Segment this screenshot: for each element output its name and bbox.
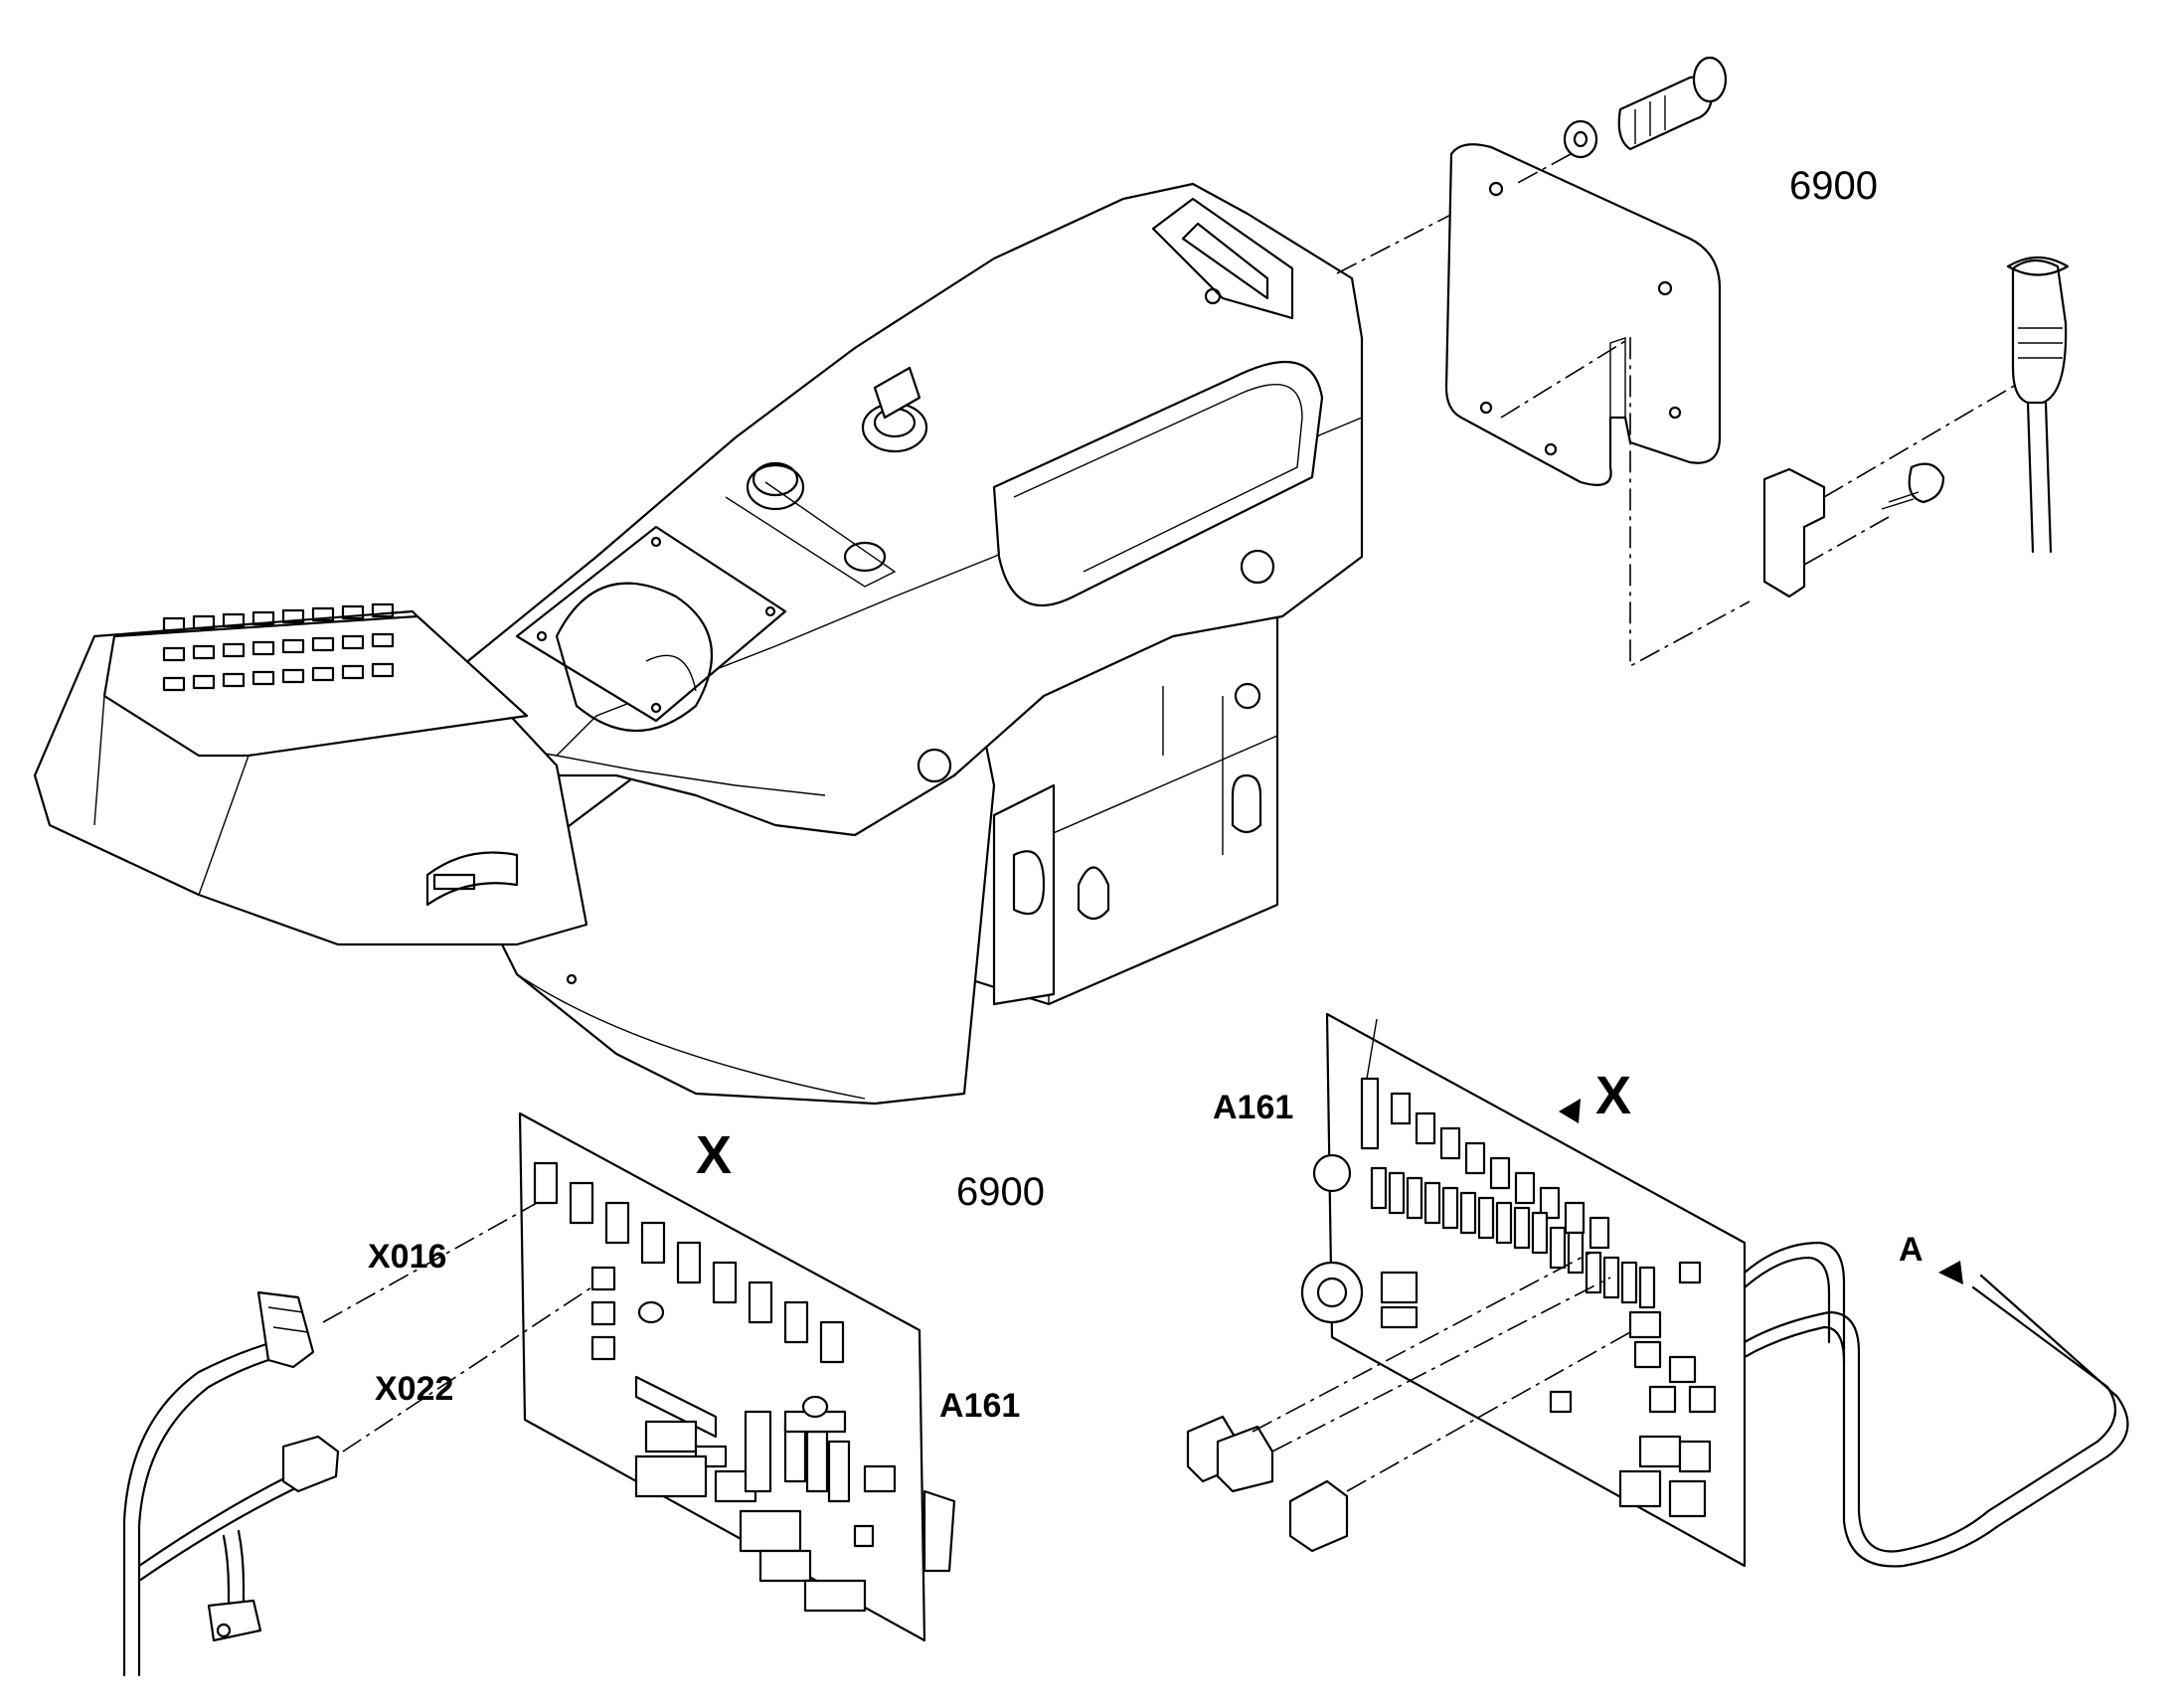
- wiring-harness-right: [1743, 1241, 2129, 1568]
- connector-label-x022: X022: [375, 1370, 453, 1408]
- clip-bracket: [1762, 377, 2029, 598]
- detail-mark-right: X: [1595, 1066, 1631, 1125]
- detached-relays: [1186, 1252, 1631, 1553]
- console-housing: [33, 182, 1364, 1106]
- keypad: [162, 602, 395, 692]
- board-right-relay-rows: [1360, 1077, 1656, 1309]
- board-label-left: A161: [939, 1387, 1020, 1425]
- board-label-right: A161: [1213, 1089, 1293, 1126]
- connector-label-x016: X016: [368, 1238, 446, 1276]
- mounting-plate: [1444, 143, 1751, 668]
- part-number-top: 6900: [1789, 164, 1878, 208]
- cable-connector: [2006, 256, 2070, 554]
- circuit-board-right: [1300, 1012, 1747, 1568]
- circuit-board-left: [518, 1111, 956, 1642]
- wiring-harness-left: [122, 1202, 592, 1677]
- board-left-connectors-top-row: [533, 1161, 845, 1364]
- bolt-and-washer: [1515, 56, 1728, 185]
- view-label-a: A: [1899, 1231, 1923, 1269]
- part-number-mid: 6900: [956, 1170, 1045, 1214]
- view-arrows: [1559, 1099, 1963, 1284]
- detail-mark-left: X: [696, 1125, 732, 1185]
